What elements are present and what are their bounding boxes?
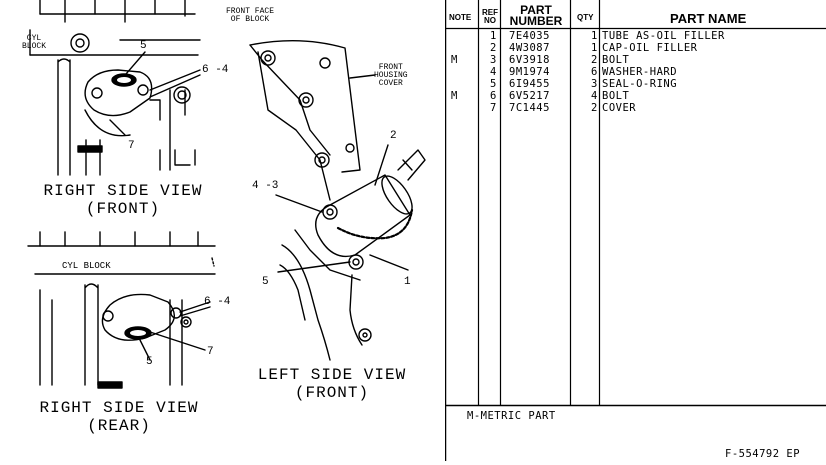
callout: 7 bbox=[207, 346, 214, 358]
table-row: 2 4W3087 1 CAP-OIL FILLER bbox=[445, 42, 826, 54]
left-front-view-line1: LEFT SIDE VIEW bbox=[257, 366, 407, 384]
row-note: M bbox=[451, 90, 458, 102]
table-grid bbox=[445, 0, 826, 461]
drawing-id: F-554792 EP bbox=[725, 448, 801, 460]
right-front-view-title: RIGHT SIDE VIEW (FRONT) bbox=[18, 182, 228, 218]
row-part-number: 7E4035 bbox=[509, 30, 550, 42]
header-ref: REF NO bbox=[482, 9, 498, 25]
cyl-block-label-line1: CYL bbox=[26, 34, 42, 43]
row-part-name: SEAL-O-RING bbox=[602, 78, 678, 90]
metric-footnote: M-METRIC PART bbox=[467, 410, 556, 422]
row-part-name: WASHER-HARD bbox=[602, 66, 678, 78]
row-qty: 3 bbox=[591, 78, 598, 90]
diagram-drawing bbox=[27, 0, 426, 389]
cyl-block-label-bottom: CYL BLOCK bbox=[62, 261, 111, 271]
row-ref: 4 bbox=[490, 66, 497, 78]
right-rear-view-line1: RIGHT SIDE VIEW bbox=[39, 399, 199, 417]
table-row: 7 7C1445 2 COVER bbox=[445, 102, 826, 114]
right-rear-view-drawing bbox=[27, 231, 216, 389]
row-part-number: 6V3918 bbox=[509, 54, 550, 66]
header-ref-line1: REF bbox=[482, 8, 498, 17]
header-part-number-line1: PART bbox=[520, 3, 552, 17]
front-face-label: FRONT FACE OF BLOCK bbox=[226, 8, 274, 24]
row-part-name: TUBE AS-OIL FILLER bbox=[602, 30, 725, 42]
callout: 4 -3 bbox=[252, 180, 279, 192]
right-rear-view-title: RIGHT SIDE VIEW (REAR) bbox=[14, 399, 224, 435]
cyl-block-label-top: CYL BLOCK bbox=[22, 35, 46, 51]
callout: 7 bbox=[128, 140, 135, 152]
row-qty: 6 bbox=[591, 66, 598, 78]
front-face-line1: FRONT FACE bbox=[226, 7, 275, 16]
table-row: 5 6I9455 3 SEAL-O-RING bbox=[445, 78, 826, 90]
front-housing-line2: HOUSING bbox=[374, 71, 408, 80]
row-part-number: 7C1445 bbox=[509, 102, 550, 114]
table-row: M 3 6V3918 2 BOLT bbox=[445, 54, 826, 66]
row-ref: 1 bbox=[490, 30, 497, 42]
row-note: M bbox=[451, 54, 458, 66]
front-face-line2: OF BLOCK bbox=[230, 15, 270, 24]
right-front-view-line2: (FRONT) bbox=[85, 200, 161, 218]
right-front-view-line1: RIGHT SIDE VIEW bbox=[43, 182, 203, 200]
header-part-number-line2: NUMBER bbox=[509, 14, 563, 28]
row-ref: 2 bbox=[490, 42, 497, 54]
callout: 1 bbox=[404, 276, 411, 288]
row-part-number: 6I9455 bbox=[509, 78, 550, 90]
left-front-view-line2: (FRONT) bbox=[294, 384, 370, 402]
right-front-view-drawing bbox=[29, 0, 201, 176]
row-qty: 2 bbox=[591, 102, 598, 114]
header-ref-line2: NO bbox=[484, 16, 496, 25]
parts-diagram: CYL BLOCK FRONT FACE OF BLOCK FRONT HOUS… bbox=[14, 0, 432, 435]
left-front-view-drawing bbox=[249, 39, 426, 361]
callout: 6 -4 bbox=[202, 64, 229, 76]
row-part-name: CAP-OIL FILLER bbox=[602, 42, 698, 54]
callout: 5 bbox=[140, 40, 147, 52]
header-qty: QTY bbox=[577, 13, 594, 22]
callout: 2 bbox=[390, 130, 397, 142]
row-part-number: 6V5217 bbox=[509, 90, 550, 102]
callout: 6 -4 bbox=[204, 296, 231, 308]
row-qty: 4 bbox=[591, 90, 598, 102]
row-qty: 1 bbox=[591, 42, 598, 54]
row-ref: 6 bbox=[490, 90, 497, 102]
row-part-name: BOLT bbox=[602, 54, 630, 66]
table-row: 1 7E4035 1 TUBE AS-OIL FILLER bbox=[445, 30, 826, 42]
row-part-number: 4W3087 bbox=[509, 42, 550, 54]
row-ref: 5 bbox=[490, 78, 497, 90]
row-qty: 2 bbox=[591, 54, 598, 66]
cyl-block-label-line2: BLOCK bbox=[22, 42, 47, 51]
front-housing-line1: FRONT bbox=[378, 63, 403, 72]
row-ref: 3 bbox=[490, 54, 497, 66]
callout: 5 bbox=[262, 276, 269, 288]
front-housing-label: FRONT HOUSING COVER bbox=[374, 64, 408, 88]
header-part-number: PART NUMBER bbox=[503, 3, 569, 28]
row-part-number: 9M1974 bbox=[509, 66, 550, 78]
header-note: NOTE bbox=[449, 13, 472, 22]
right-rear-view-line2: (REAR) bbox=[87, 417, 151, 435]
row-part-name: COVER bbox=[602, 102, 637, 114]
left-front-view-title: LEFT SIDE VIEW (FRONT) bbox=[232, 366, 432, 402]
row-qty: 1 bbox=[591, 30, 598, 42]
callout: 5 bbox=[146, 356, 153, 368]
table-row: 4 9M1974 6 WASHER-HARD bbox=[445, 66, 826, 78]
front-housing-line3: COVER bbox=[378, 79, 403, 88]
table-row: M 6 6V5217 4 BOLT bbox=[445, 90, 826, 102]
parts-table: NOTE REF NO PART NUMBER QTY PART NAME 1 … bbox=[445, 0, 826, 461]
row-part-name: BOLT bbox=[602, 90, 630, 102]
header-part-name: PART NAME bbox=[670, 11, 747, 26]
row-ref: 7 bbox=[490, 102, 497, 114]
